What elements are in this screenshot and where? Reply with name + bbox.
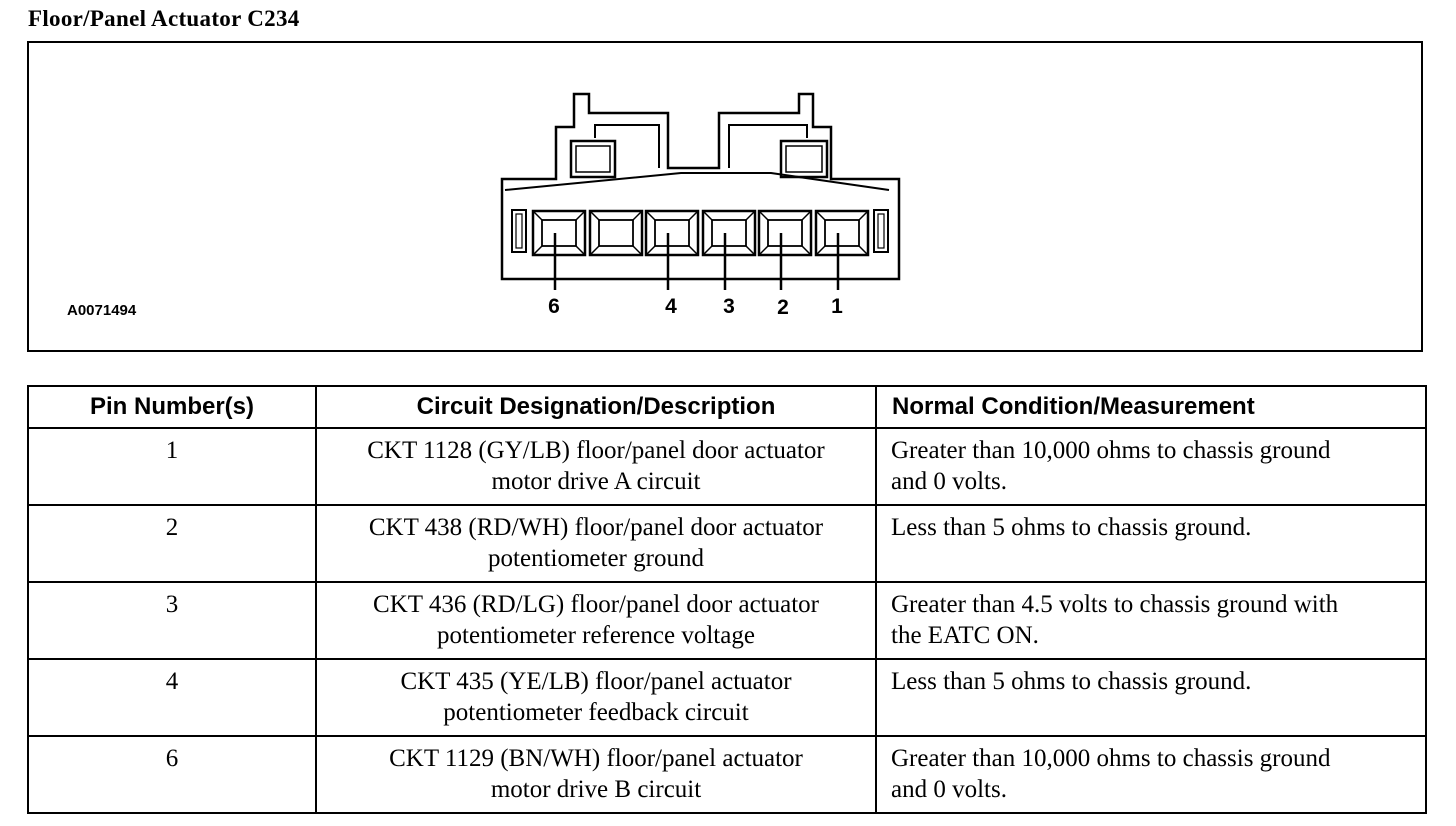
circuit-description: CKT 1128 (GY/LB) floor/panel door actuat… <box>315 427 877 506</box>
cavity-bevel <box>645 245 656 256</box>
latch-window-right <box>779 139 829 179</box>
pin-cavity-5 <box>588 209 644 257</box>
pin-cavity-2 <box>757 209 813 257</box>
latch-window-left <box>569 139 617 179</box>
pin-label-3: 3 <box>723 295 735 318</box>
cavity-bevel <box>801 245 812 256</box>
pin-cavity-inner-2 <box>767 219 803 247</box>
table-row: 2 CKT 438 (RD/WH) floor/panel door actua… <box>27 504 1427 583</box>
column-header-pin: Pin Number(s) <box>27 385 317 429</box>
pin-label-1: 1 <box>831 295 843 318</box>
table-header-row: Pin Number(s) Circuit Designation/Descri… <box>27 385 1427 429</box>
cavity-bevel <box>575 245 586 256</box>
table-row: 3 CKT 436 (RD/LG) floor/panel door actua… <box>27 581 1427 660</box>
pin-cavity-inner-1 <box>824 219 860 247</box>
pin-number: 1 <box>27 427 317 506</box>
connector-diagram: 6 4 3 2 1 <box>500 92 901 319</box>
end-slot-right <box>873 209 889 253</box>
table-row: 1 CKT 1128 (GY/LB) floor/panel door actu… <box>27 427 1427 506</box>
pin-cavity-6 <box>531 209 587 257</box>
cavity-bevel <box>589 210 600 221</box>
cavity-bevel <box>532 245 543 256</box>
measurement: Less than 5 ohms to chassis ground. <box>875 658 1427 737</box>
pin-number: 3 <box>27 581 317 660</box>
cavity-bevel <box>815 210 826 221</box>
cavity-bevel <box>745 245 756 256</box>
connector-figure: 6 4 3 2 1 A0071494 <box>27 41 1423 352</box>
pin-number: 4 <box>27 658 317 737</box>
measurement: Greater than 10,000 ohms to chassis grou… <box>875 735 1427 814</box>
pin-cavity-inner-3 <box>711 219 747 247</box>
measurement: Greater than 10,000 ohms to chassis grou… <box>875 427 1427 506</box>
circuit-description: CKT 438 (RD/WH) floor/panel door actuato… <box>315 504 877 583</box>
pin-cavity-inner-6 <box>541 219 577 247</box>
measurement: Greater than 4.5 volts to chassis ground… <box>875 581 1427 660</box>
cavity-bevel <box>745 210 756 221</box>
cavity-bevel <box>758 210 769 221</box>
column-header-description: Circuit Designation/Description <box>315 385 877 429</box>
cavity-bevel <box>758 245 769 256</box>
cavity-bevel <box>589 245 600 256</box>
cavity-bevel <box>858 210 869 221</box>
pin-cavity-3 <box>701 209 757 257</box>
pin-cavity-inner-4 <box>654 219 690 247</box>
cavity-bevel <box>532 210 543 221</box>
cavity-bevel <box>858 245 869 256</box>
pin-cavity-1 <box>814 209 870 257</box>
pin-cavity-inner-5 <box>598 219 634 247</box>
column-header-measurement: Normal Condition/Measurement <box>875 385 1427 429</box>
cavity-bevel <box>815 245 826 256</box>
pin-table: Pin Number(s) Circuit Designation/Descri… <box>27 385 1427 814</box>
cavity-bevel <box>688 245 699 256</box>
cavity-bevel <box>688 210 699 221</box>
pin-leaders <box>553 233 840 290</box>
pin-cavities <box>531 209 870 257</box>
cavity-bevel <box>702 245 713 256</box>
pin-number: 2 <box>27 504 317 583</box>
circuit-description: CKT 436 (RD/LG) floor/panel door actuato… <box>315 581 877 660</box>
cavity-bevel <box>645 210 656 221</box>
pin-number: 6 <box>27 735 317 814</box>
page-title: Floor/Panel Actuator C234 <box>28 6 300 31</box>
figure-id: A0071494 <box>67 302 137 319</box>
connector-body-outline <box>500 92 901 281</box>
measurement: Less than 5 ohms to chassis ground. <box>875 504 1427 583</box>
cavity-bevel <box>632 210 643 221</box>
pin-cavity-4 <box>644 209 700 257</box>
cavity-bevel <box>575 210 586 221</box>
end-slot-left <box>511 209 527 253</box>
pin-label-6: 6 <box>548 295 560 318</box>
pin-label-2: 2 <box>777 296 789 319</box>
cavity-bevel <box>801 210 812 221</box>
cavity-bevel <box>632 245 643 256</box>
pin-label-4: 4 <box>665 295 677 318</box>
cavity-bevel <box>702 210 713 221</box>
